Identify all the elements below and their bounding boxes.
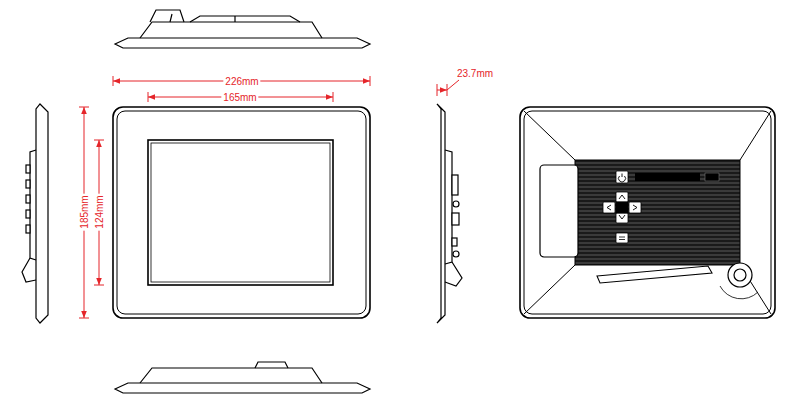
left-button: [603, 202, 615, 213]
bottom-profile: [115, 383, 370, 393]
stand-block: [540, 165, 578, 257]
bottom-back-bump: [140, 368, 322, 383]
audio-jack: [453, 201, 459, 207]
left-stand: [22, 258, 36, 282]
left-button: [26, 225, 30, 233]
dim-tick: [94, 140, 104, 141]
back-frame-outer: [520, 107, 775, 318]
power-button: [616, 171, 628, 183]
menu-icon: [619, 237, 625, 240]
front-frame-inner: [117, 111, 366, 314]
dim-tick: [113, 76, 114, 86]
right-profile: [437, 104, 445, 323]
screen-outer: [148, 140, 333, 285]
top-stand-detail: [150, 10, 300, 22]
top-profile: [115, 38, 370, 48]
back-view: [520, 107, 775, 318]
left-button: [26, 195, 30, 203]
usb-port: [452, 213, 459, 225]
hinge-outer: [728, 263, 752, 287]
dim-tick: [79, 318, 89, 319]
top-view: [115, 10, 370, 48]
right-side-view: [437, 104, 462, 323]
dimension-lines: [79, 76, 459, 318]
hinge-arc: [720, 286, 758, 299]
front-view: [113, 107, 370, 318]
dimension-label: 124mm: [94, 193, 105, 230]
right-stand: [445, 262, 462, 286]
arrow-icons: [607, 195, 637, 219]
left-back-bump: [30, 150, 36, 260]
dimension-label: 226mm: [223, 76, 260, 87]
center-button: [616, 202, 628, 213]
hinge-inner: [734, 269, 746, 281]
card-slot: [452, 175, 458, 195]
left-button: [26, 180, 30, 188]
menu-button: [616, 233, 628, 243]
down-button: [616, 213, 628, 223]
screen-inner: [151, 143, 330, 282]
dim-tick: [79, 107, 89, 108]
right-back-bump: [445, 150, 452, 264]
mini-usb-port: [452, 238, 457, 246]
back-frame-inner: [524, 111, 771, 314]
left-profile: [36, 104, 48, 323]
front-frame-outer: [113, 107, 370, 318]
kickstand: [597, 266, 712, 283]
back-bevel: [524, 111, 771, 314]
power-icon: [619, 174, 626, 182]
left-side-view: [22, 104, 48, 323]
bottom-detail: [255, 362, 288, 368]
slot: [635, 173, 700, 181]
up-button: [616, 192, 628, 202]
left-button: [26, 165, 30, 173]
dim-tick: [94, 285, 104, 286]
power-jack: [453, 251, 459, 257]
dim-tick: [370, 76, 371, 86]
right-button: [629, 202, 641, 213]
left-button: [26, 210, 30, 218]
dimension-label: 23.7mm: [455, 68, 495, 79]
slot-end: [705, 173, 719, 181]
top-back-bump: [140, 22, 322, 38]
dim-depth: [437, 90, 447, 91]
dim-depth-leader: [447, 80, 459, 90]
dimension-label: 185mm: [79, 193, 90, 230]
back-panel: [575, 160, 740, 265]
dim-tick: [333, 92, 334, 102]
dim-tick: [148, 92, 149, 102]
bottom-view: [115, 362, 370, 393]
dimension-label: 165mm: [221, 92, 258, 103]
